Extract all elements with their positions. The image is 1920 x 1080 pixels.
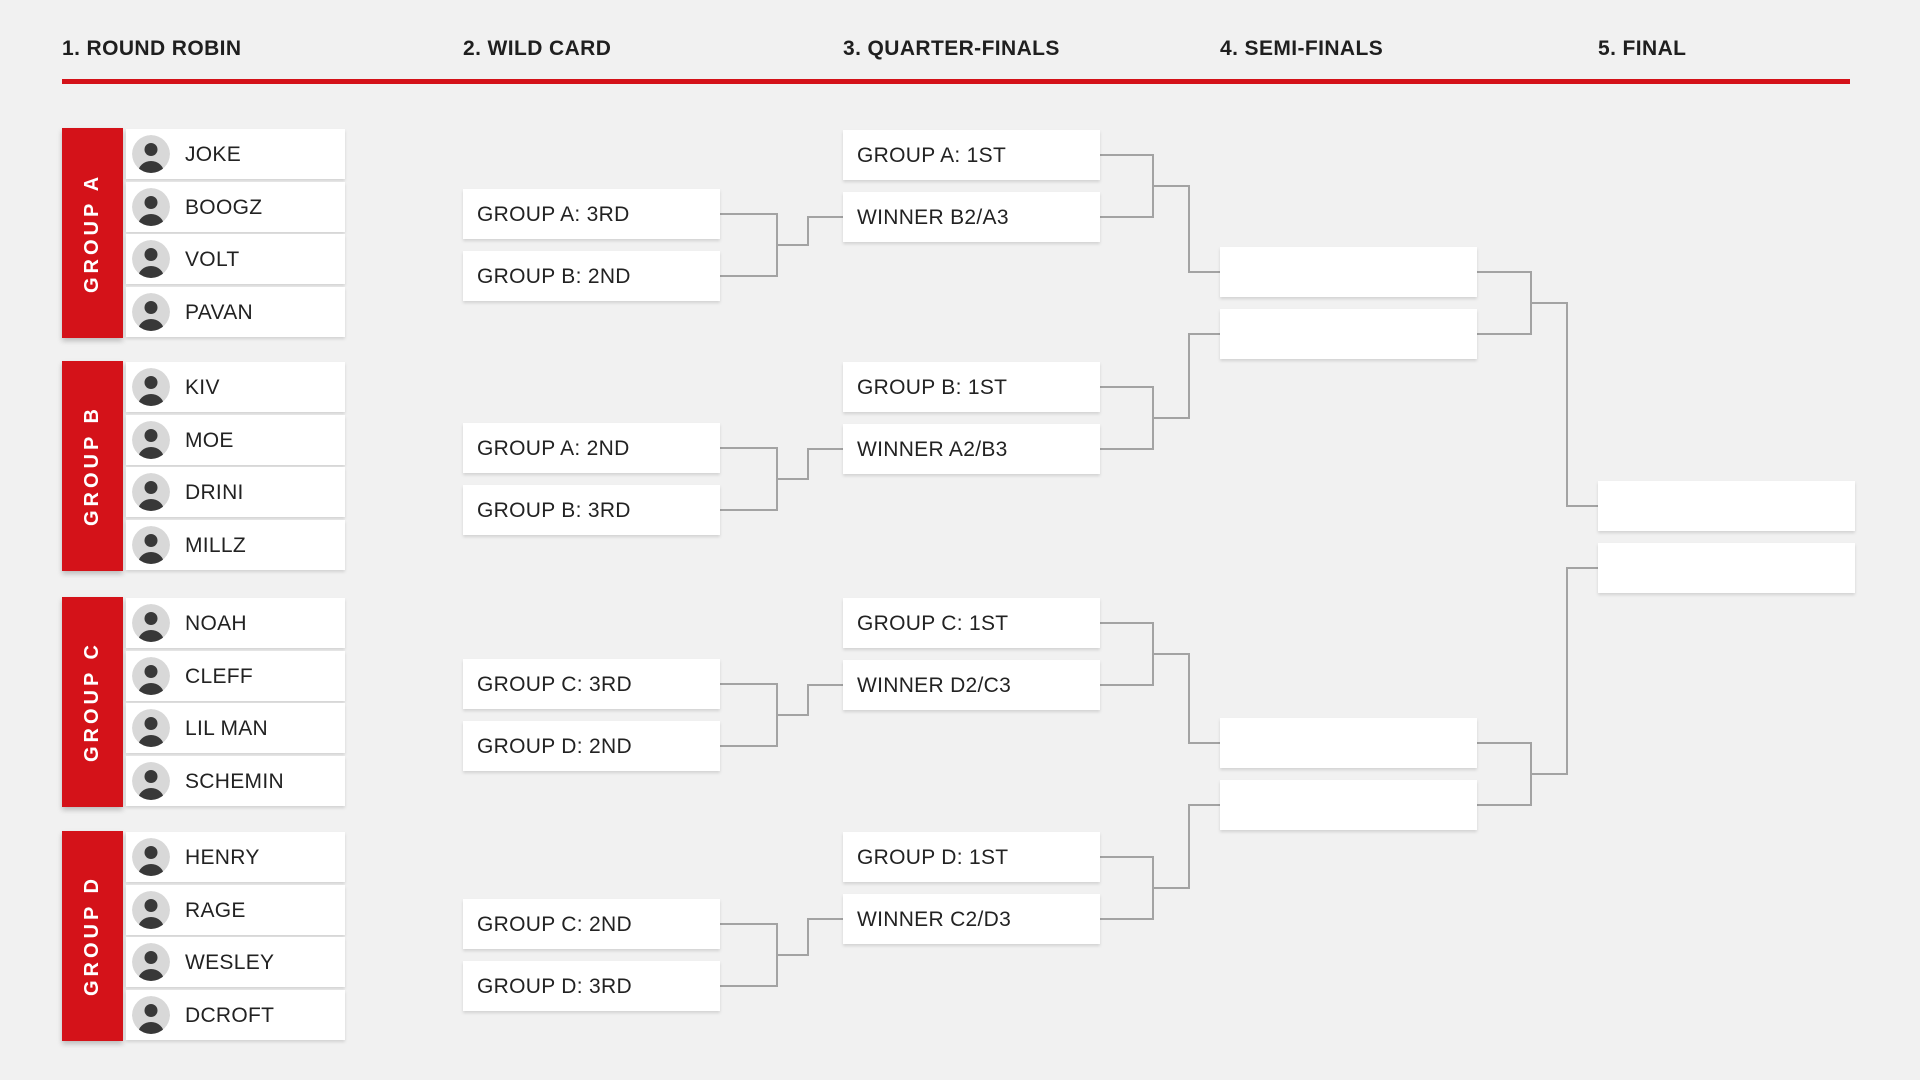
column-header-final: 5. FINAL bbox=[1598, 37, 1687, 60]
player-avatar bbox=[132, 943, 170, 981]
group-b-label: GROUP B bbox=[81, 405, 103, 527]
player-avatar bbox=[132, 473, 170, 511]
player-row: MILLZ bbox=[126, 519, 345, 570]
player-row: RAGE bbox=[126, 884, 345, 935]
player-avatar bbox=[132, 604, 170, 642]
player-row: NOAH bbox=[126, 598, 345, 648]
quarterfinal-slot: WINNER C2/D3 bbox=[843, 894, 1100, 944]
player-row: DRINI bbox=[126, 467, 345, 517]
final-slot bbox=[1598, 481, 1855, 531]
final-slot bbox=[1598, 543, 1855, 593]
player-row: DCROFT bbox=[126, 989, 345, 1040]
player-row: KIV bbox=[126, 362, 345, 412]
group-a-bar: GROUP A bbox=[62, 128, 123, 338]
quarterfinal-slot: WINNER B2/A3 bbox=[843, 192, 1100, 242]
header-underline bbox=[62, 79, 1850, 84]
column-header-round-robin: 1. ROUND ROBIN bbox=[62, 37, 242, 60]
quarterfinal-slot: WINNER D2/C3 bbox=[843, 660, 1100, 710]
player-avatar bbox=[132, 890, 170, 929]
player-name: RAGE bbox=[185, 898, 246, 922]
wildcard-slot: GROUP A: 2ND bbox=[463, 423, 720, 473]
wildcard-slot: GROUP C: 3RD bbox=[463, 659, 720, 709]
player-row: BOOGZ bbox=[126, 181, 345, 232]
player-row: HENRY bbox=[126, 832, 345, 882]
player-name: JOKE bbox=[185, 143, 242, 166]
player-row: PAVAN bbox=[126, 286, 345, 337]
player-name: SCHEMIN bbox=[185, 769, 284, 793]
semifinal-slot bbox=[1220, 247, 1477, 297]
player-avatar bbox=[132, 838, 170, 876]
group-c-label: GROUP C bbox=[81, 641, 103, 763]
wildcard-slot: GROUP A: 3RD bbox=[463, 189, 720, 239]
wildcard-slot: GROUP D: 2ND bbox=[463, 721, 720, 771]
column-header-semi-finals: 4. SEMI-FINALS bbox=[1220, 37, 1384, 60]
player-avatar bbox=[132, 656, 170, 695]
quarterfinal-slot: WINNER A2/B3 bbox=[843, 424, 1100, 474]
player-name: HENRY bbox=[185, 846, 260, 869]
player-row: VOLT bbox=[126, 234, 345, 284]
player-row: WESLEY bbox=[126, 937, 345, 987]
semifinal-slot bbox=[1220, 780, 1477, 830]
player-avatar bbox=[132, 761, 170, 800]
player-row: LIL MAN bbox=[126, 703, 345, 753]
player-avatar bbox=[132, 292, 170, 331]
player-row: JOKE bbox=[126, 129, 345, 179]
player-name: WESLEY bbox=[185, 951, 275, 974]
player-name: KIV bbox=[185, 376, 220, 399]
player-name: MOE bbox=[185, 428, 234, 452]
player-avatar bbox=[132, 187, 170, 226]
player-avatar bbox=[132, 525, 170, 564]
group-d-label: GROUP D bbox=[81, 875, 103, 997]
player-avatar bbox=[132, 709, 170, 747]
quarterfinal-slot: GROUP C: 1ST bbox=[843, 598, 1100, 648]
player-name: CLEFF bbox=[185, 664, 254, 688]
group-d-bar: GROUP D bbox=[62, 831, 123, 1041]
player-name: BOOGZ bbox=[185, 195, 263, 219]
player-avatar bbox=[132, 135, 170, 173]
player-name: PAVAN bbox=[185, 300, 254, 324]
semifinal-slot bbox=[1220, 718, 1477, 768]
wildcard-slot: GROUP B: 3RD bbox=[463, 485, 720, 535]
player-name: DRINI bbox=[185, 481, 244, 504]
quarterfinal-slot: GROUP D: 1ST bbox=[843, 832, 1100, 882]
group-b-bar: GROUP B bbox=[62, 361, 123, 571]
column-header-wild-card: 2. WILD CARD bbox=[463, 37, 612, 60]
column-header-quarter-finals: 3. QUARTER-FINALS bbox=[843, 37, 1060, 60]
player-avatar bbox=[132, 368, 170, 406]
quarterfinal-slot: GROUP A: 1ST bbox=[843, 130, 1100, 180]
player-row: MOE bbox=[126, 414, 345, 465]
player-name: VOLT bbox=[185, 248, 240, 271]
player-name: LIL MAN bbox=[185, 717, 269, 740]
player-avatar bbox=[132, 995, 170, 1034]
player-avatar bbox=[132, 420, 170, 459]
group-a-label: GROUP A bbox=[81, 172, 103, 294]
player-name: MILLZ bbox=[185, 533, 247, 557]
player-row: CLEFF bbox=[126, 650, 345, 701]
player-avatar bbox=[132, 240, 170, 278]
wildcard-slot: GROUP B: 2ND bbox=[463, 251, 720, 301]
player-name: DCROFT bbox=[185, 1003, 275, 1027]
group-c-bar: GROUP C bbox=[62, 597, 123, 807]
semifinal-slot bbox=[1220, 309, 1477, 359]
player-name: NOAH bbox=[185, 612, 247, 635]
wildcard-slot: GROUP D: 3RD bbox=[463, 961, 720, 1011]
wildcard-slot: GROUP C: 2ND bbox=[463, 899, 720, 949]
player-row: SCHEMIN bbox=[126, 755, 345, 806]
quarterfinal-slot: GROUP B: 1ST bbox=[843, 362, 1100, 412]
